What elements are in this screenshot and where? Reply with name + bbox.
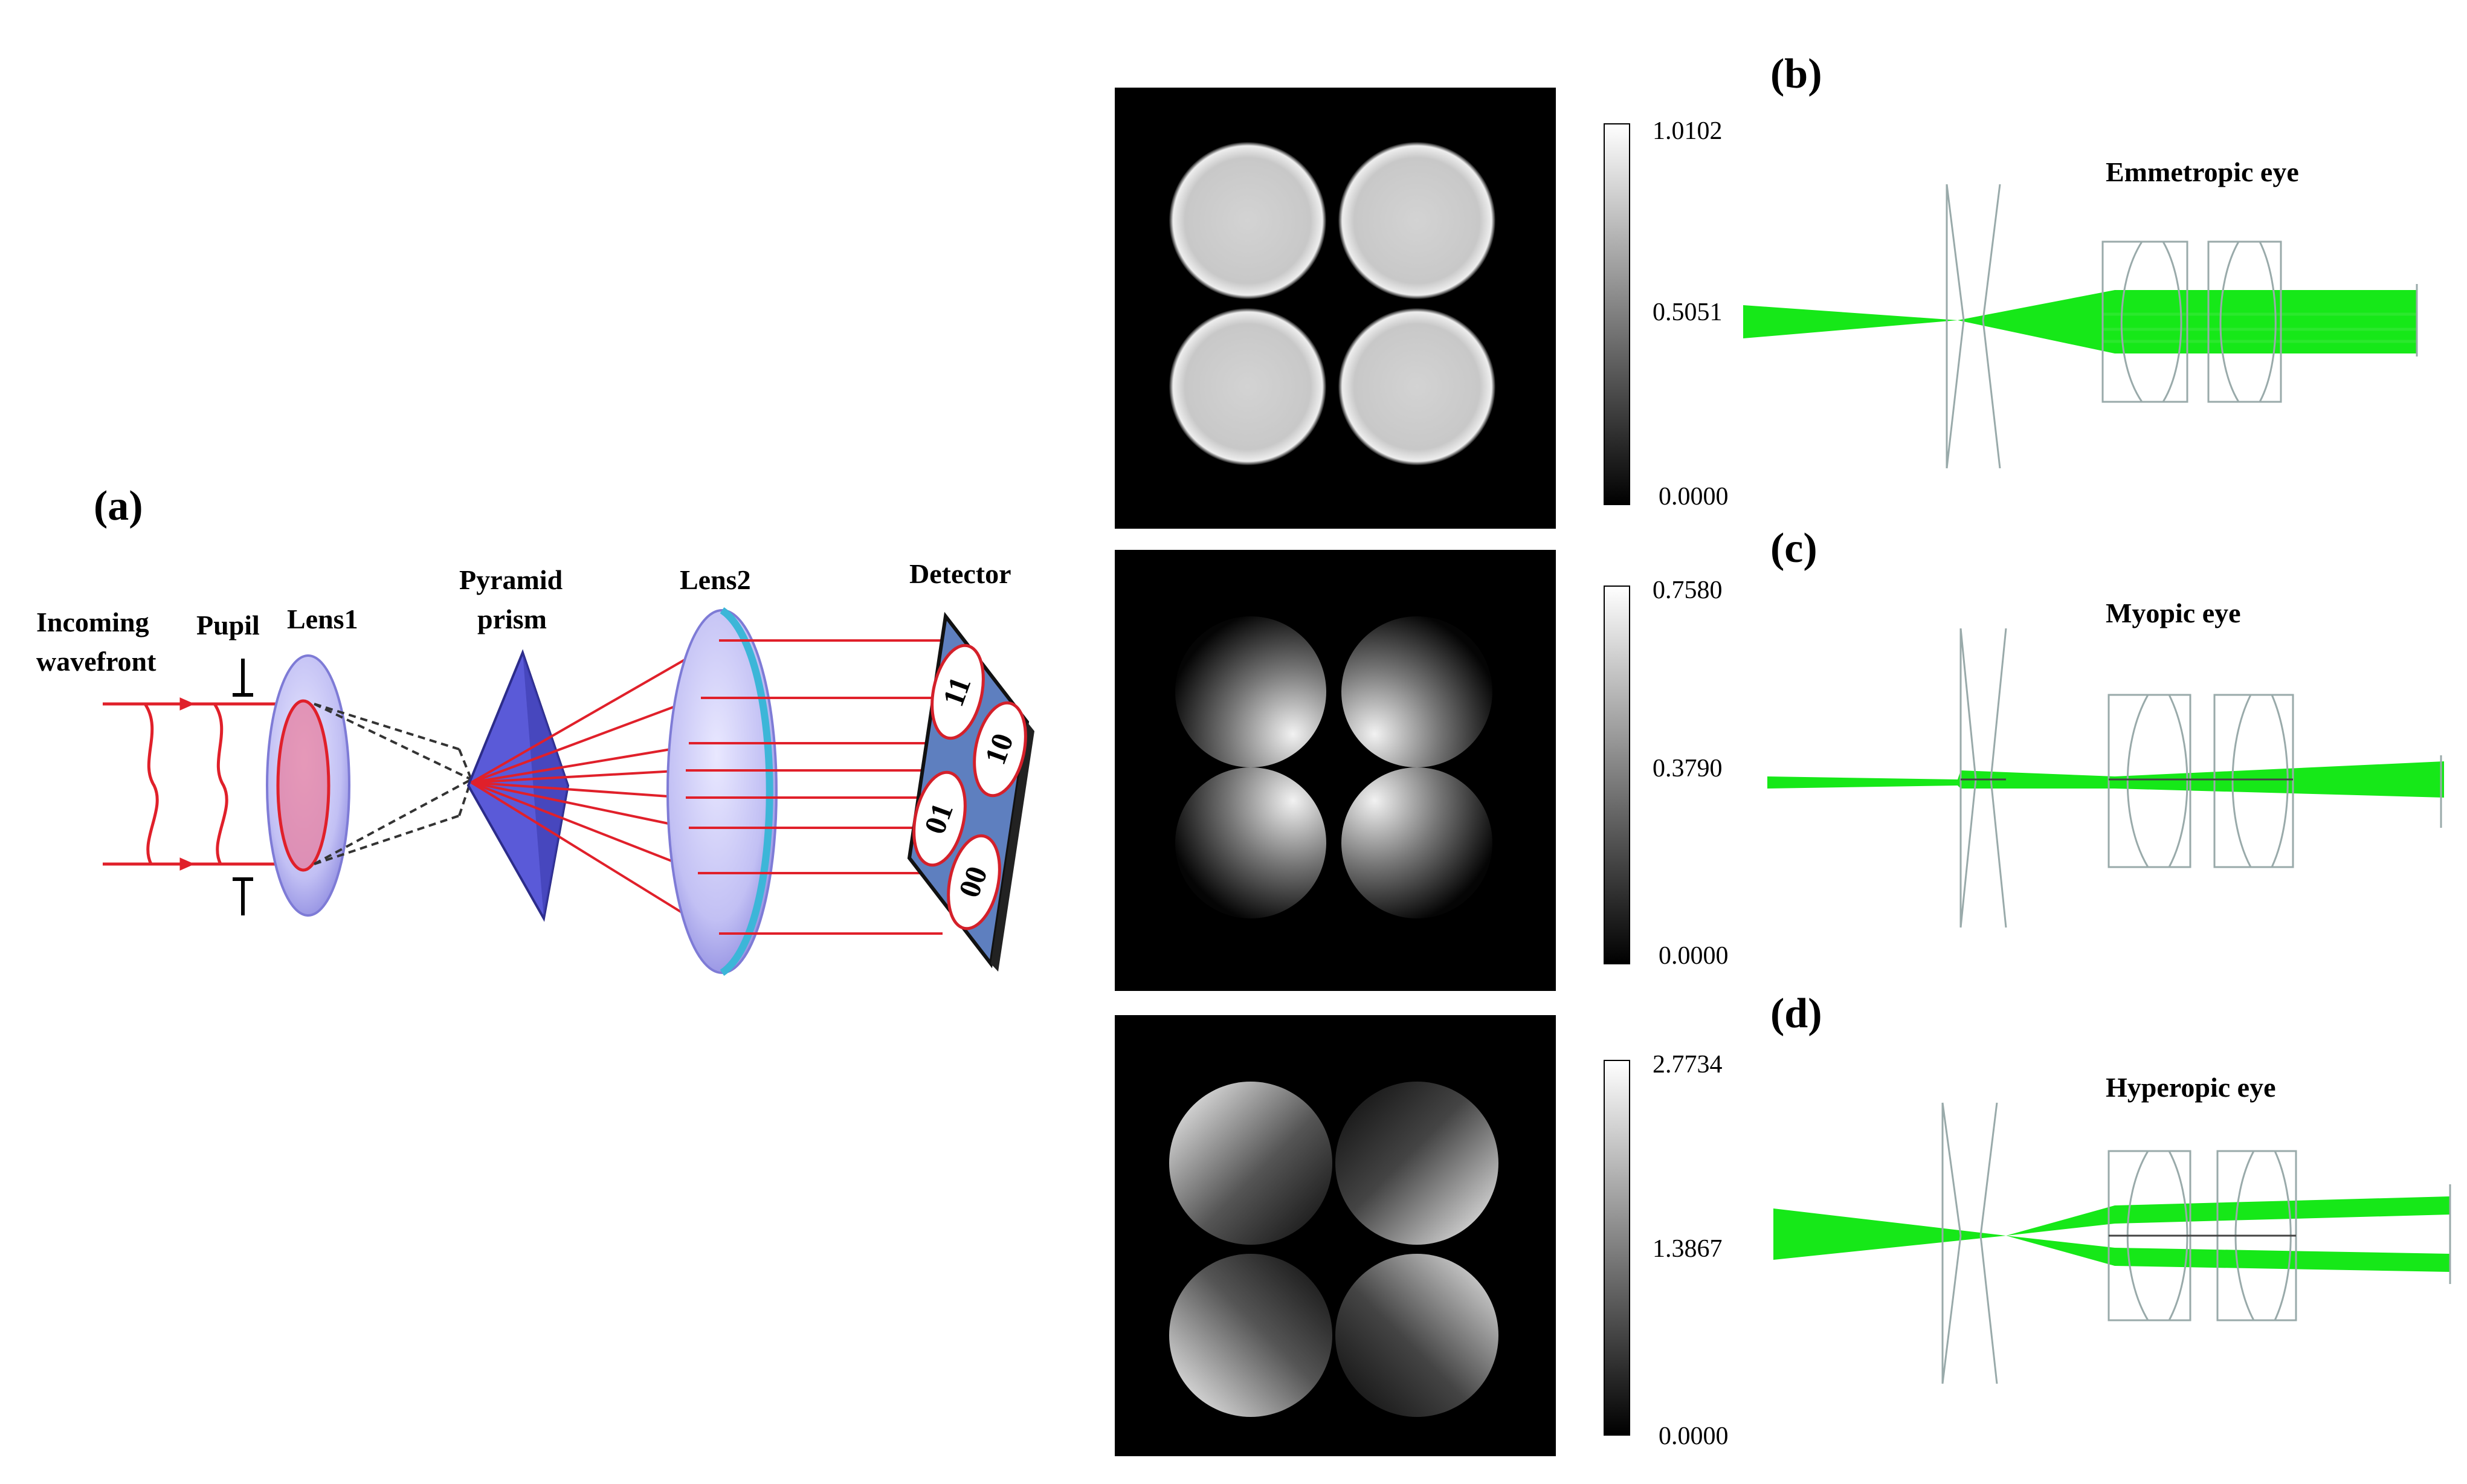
pupil-spot	[1335, 1082, 1498, 1245]
pupil-spot	[1175, 767, 1326, 918]
colorbar-emmetropic: 1.0102 0.5051 0.0000	[1604, 117, 1729, 511]
panel-label-a: (a)	[94, 483, 143, 529]
colorbar-min: 0.0000	[1659, 942, 1729, 970]
pupil-spot	[1169, 1254, 1332, 1417]
eye-model-myopic: Myopic eye	[1767, 598, 2444, 928]
split-rays	[470, 642, 717, 935]
lens1-label: Lens1	[287, 604, 358, 634]
eye-label-emmetropic: Emmetropic eye	[2106, 156, 2299, 187]
eye-model-emmetropic: Emmetropic eye	[1743, 156, 2418, 469]
lens2	[666, 607, 778, 976]
setup-diagram: Incoming wavefront Pupil Lens1 Pyramid p…	[36, 558, 1034, 976]
prism-label-line1: Pyramid	[459, 564, 563, 595]
detector-quadrant-10: 10	[973, 701, 1027, 798]
colorbar-mid: 0.5051	[1653, 298, 1723, 326]
detector-quadrant-11: 11	[930, 644, 985, 740]
eye-model-hyperopic: Hyperopic eye	[1773, 1072, 2451, 1384]
pupil-spot	[1335, 1254, 1498, 1417]
pupil-spot	[1175, 616, 1326, 767]
colorbar-myopic: 0.7580 0.3790 0.0000	[1604, 576, 1729, 970]
detector-quadrant-00: 00	[947, 834, 1001, 931]
pupil-spot	[1341, 767, 1492, 918]
detector-label: Detector	[909, 558, 1011, 589]
pupil-spot	[1341, 616, 1492, 767]
detector-quadrant-01: 01	[912, 770, 967, 867]
colorbar-max: 0.7580	[1653, 576, 1723, 604]
colorbar-mid: 1.3867	[1653, 1235, 1723, 1263]
colorbar-min: 0.0000	[1659, 1422, 1729, 1450]
colorbar-max: 1.0102	[1653, 117, 1723, 145]
prism-label-line2: prism	[477, 604, 547, 634]
lens1	[266, 654, 350, 917]
eye-label-myopic: Myopic eye	[2106, 598, 2241, 628]
pattern-myopic	[1115, 550, 1556, 991]
colorbar-mid: 0.3790	[1653, 755, 1723, 782]
eye-label-hyperopic: Hyperopic eye	[2106, 1072, 2275, 1103]
colorbar-max: 2.7734	[1653, 1051, 1723, 1079]
panel-label-d: (d)	[1770, 990, 1822, 1037]
pattern-hyperopic	[1115, 1015, 1556, 1456]
colorbar-min: 0.0000	[1659, 483, 1729, 511]
panel-label-b: (b)	[1770, 51, 1822, 97]
pupil-spot	[1338, 142, 1495, 299]
collimated-rays	[686, 639, 991, 935]
incoming-label-line1: Incoming	[36, 607, 149, 637]
lens2-label: Lens2	[680, 564, 751, 595]
pupil-spot	[1338, 308, 1495, 465]
pupil-label: Pupil	[196, 610, 260, 640]
colorbar-hyperopic: 2.7734 1.3867 0.0000	[1604, 1051, 1729, 1450]
pupil-spot	[1169, 1082, 1332, 1245]
panel-label-c: (c)	[1770, 525, 1817, 572]
detector: 11 10 01 00	[907, 611, 1034, 972]
focusing-rays	[314, 703, 472, 865]
pupil-spot	[1169, 142, 1326, 299]
incoming-rays	[103, 697, 284, 871]
pupil-stops	[233, 659, 253, 915]
pupil-spot	[1169, 308, 1326, 465]
incoming-label-line2: wavefront	[36, 646, 156, 677]
pattern-emmetropic	[1115, 88, 1556, 529]
